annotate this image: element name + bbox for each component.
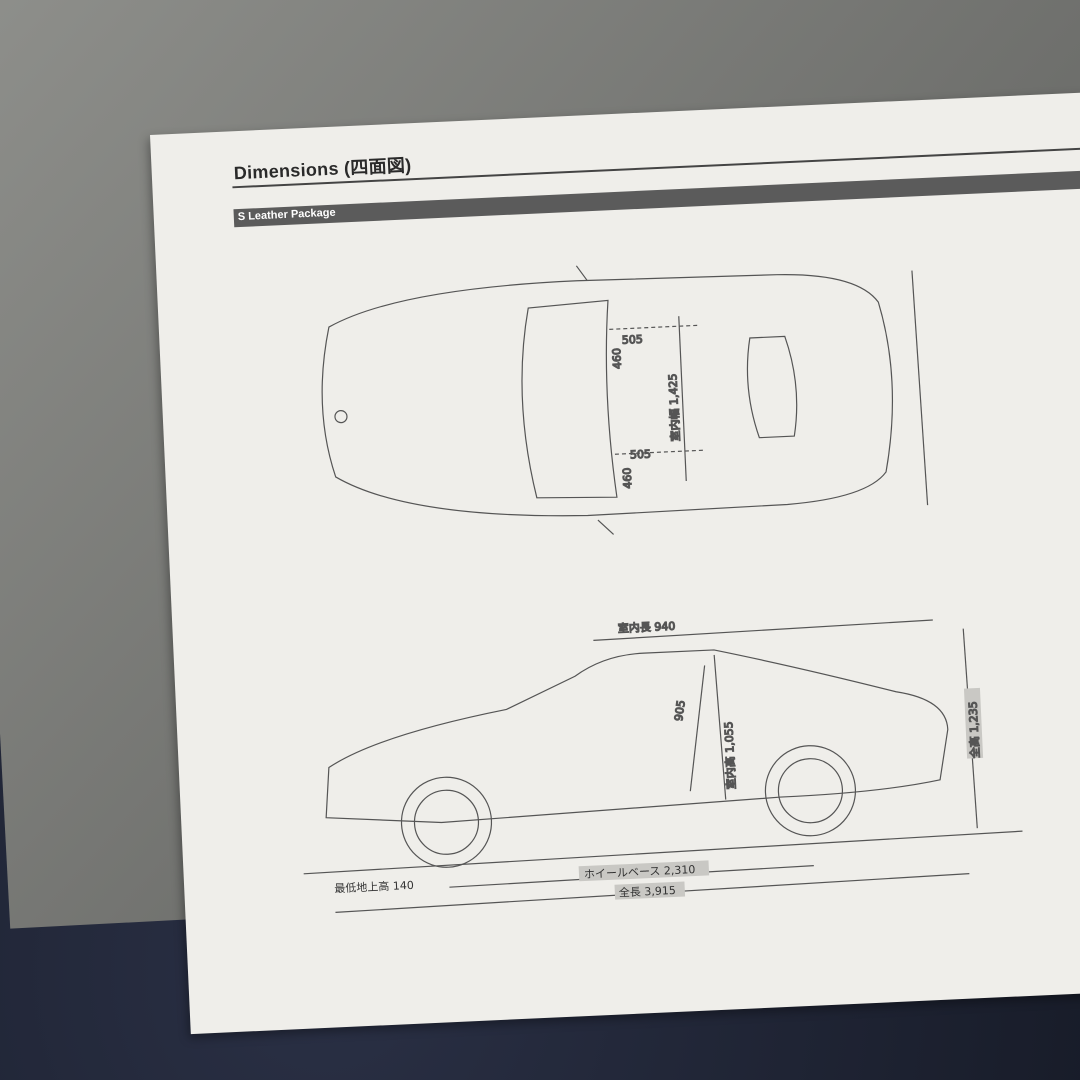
dimension-drawings: 505 505 460 460 室内幅 1,425 室内長 940 905 室内… bbox=[303, 265, 1023, 913]
wheelbase: ホイールベース 2,310 bbox=[584, 863, 696, 881]
seat-depth-upper: 460 bbox=[610, 348, 624, 370]
interior-length: 室内長 940 bbox=[618, 619, 676, 636]
interior-height: 室内高 1,055 bbox=[721, 721, 738, 790]
brochure-page: Dimensions (四面図) S Leather Package 505 5… bbox=[150, 89, 1080, 1035]
seat-height: 905 bbox=[672, 699, 688, 721]
seat-width-front: 505 bbox=[622, 333, 644, 347]
seat-width-rear: 505 bbox=[630, 448, 652, 462]
interior-width: 室内幅 1,425 bbox=[665, 373, 682, 442]
seat-depth-lower: 460 bbox=[621, 467, 635, 489]
overall-height: 全高 1,235 bbox=[966, 701, 983, 759]
overall-length: 全長 3,915 bbox=[619, 883, 677, 900]
top-view-car bbox=[321, 265, 929, 535]
ground-clearance: 最低地上高 140 bbox=[334, 878, 414, 896]
